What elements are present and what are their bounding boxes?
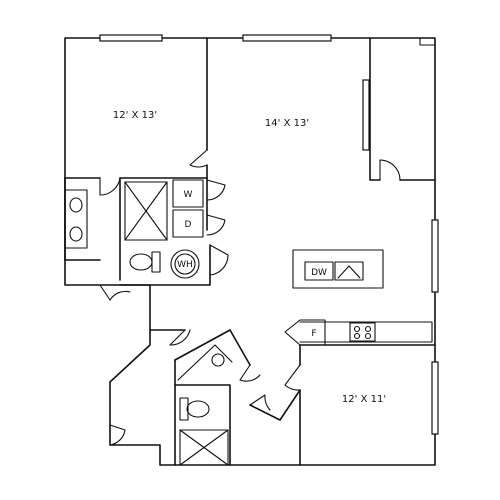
fridge-label: F xyxy=(311,329,316,339)
windows xyxy=(99,34,439,435)
toilet-icon xyxy=(186,400,210,418)
toilet-tank xyxy=(179,397,189,421)
sink-icon xyxy=(69,226,83,242)
door-bedroom-1 xyxy=(189,149,208,168)
window-living-east xyxy=(431,219,439,293)
dryer-label: D xyxy=(185,220,192,230)
sink-icon xyxy=(69,197,83,213)
bath-2-fixtures xyxy=(177,344,233,466)
shower-2 xyxy=(179,429,229,466)
doors xyxy=(99,149,401,446)
door-laundry-b xyxy=(206,214,226,236)
sink-icon xyxy=(334,261,364,281)
kitchen: DW F xyxy=(284,249,433,346)
window-bedroom-2 xyxy=(431,361,439,435)
laundry: W D WH xyxy=(170,179,204,279)
cooktop-icon xyxy=(349,322,376,342)
room-label-bedroom-2: 12' X 11' xyxy=(342,394,386,405)
door-bath-2 xyxy=(239,364,261,382)
washer xyxy=(172,179,204,208)
bath-1-fixtures xyxy=(64,181,168,273)
door-entry xyxy=(109,424,126,446)
door-laundry-a xyxy=(206,179,226,201)
water-heater xyxy=(170,249,200,279)
window-living xyxy=(242,34,332,42)
interior-walls xyxy=(64,37,436,466)
shower-1 xyxy=(124,181,168,241)
door-bedroom-2-b xyxy=(249,394,271,411)
water-heater-label: WH xyxy=(177,260,193,270)
room-label-living: 14' X 13' xyxy=(265,118,309,129)
door-bath-1 xyxy=(99,177,121,196)
door-hall-closet xyxy=(169,329,191,346)
kitchen-island xyxy=(292,249,384,289)
window-closet xyxy=(362,79,370,151)
dryer xyxy=(172,209,204,238)
sink-icon xyxy=(211,353,225,367)
dishwasher xyxy=(304,261,334,281)
window-bedroom-1 xyxy=(99,34,163,42)
washer-label: W xyxy=(184,190,193,200)
door-water-heater xyxy=(209,244,229,276)
toilet-icon xyxy=(129,253,153,271)
vanity-1 xyxy=(64,189,88,249)
door-bedroom-2-a xyxy=(284,364,301,391)
dishwasher-label: DW xyxy=(311,268,327,278)
toilet-tank xyxy=(151,251,161,273)
room-label-bedroom-1: 12' X 13' xyxy=(113,110,157,121)
fridge xyxy=(284,319,326,346)
door-bath-1-lower xyxy=(99,284,131,301)
door-closet xyxy=(379,159,401,181)
